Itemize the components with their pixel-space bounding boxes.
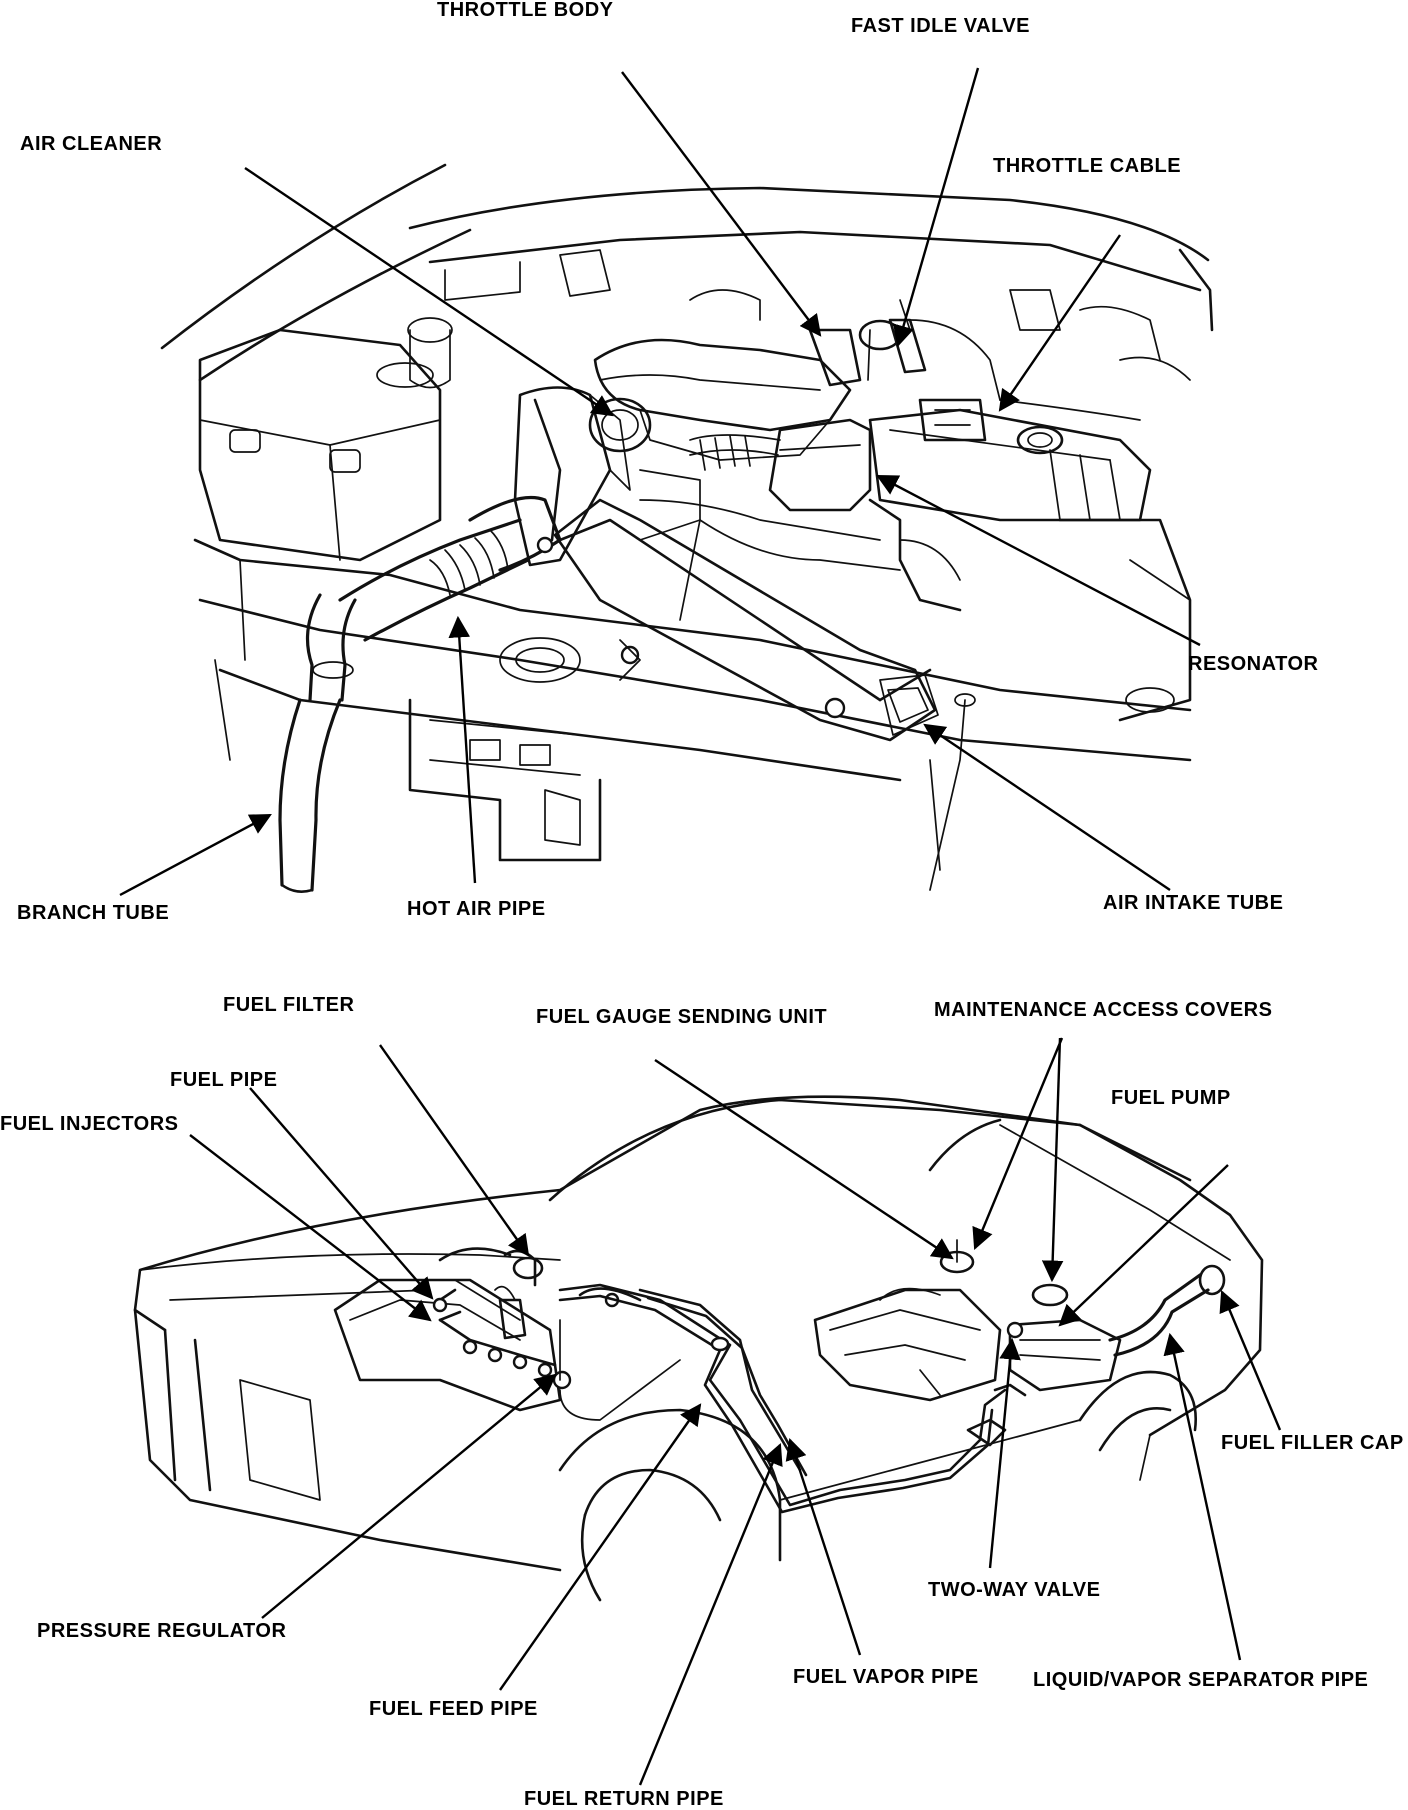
label-fuel-return-pipe: FUEL RETURN PIPE bbox=[524, 1788, 724, 1810]
label-fuel-vapor-pipe: FUEL VAPOR PIPE bbox=[793, 1666, 979, 1688]
label-liquid-vapor-separator-pipe: LIQUID/VAPOR SEPARATOR PIPE bbox=[1033, 1669, 1369, 1691]
label-fuel-injectors: FUEL INJECTORS bbox=[0, 1113, 179, 1135]
label-fuel-feed-pipe: FUEL FEED PIPE bbox=[369, 1698, 538, 1720]
car-fuel-system-drawing bbox=[133, 1095, 1264, 1602]
label-fuel-filler-cap: FUEL FILLER CAP bbox=[1221, 1432, 1404, 1454]
label-two-way-valve: TWO-WAY VALVE bbox=[928, 1579, 1101, 1601]
bottom-leader-lines bbox=[189, 1037, 1282, 1786]
engine-compartment-drawing bbox=[160, 163, 1214, 893]
label-fuel-gauge-sending-unit: FUEL GAUGE SENDING UNIT bbox=[536, 1006, 828, 1028]
label-hot-air-pipe: HOT AIR PIPE bbox=[407, 898, 546, 920]
label-resonator: RESONATOR bbox=[1188, 653, 1319, 675]
label-pressure-regulator: PRESSURE REGULATOR bbox=[37, 1620, 287, 1642]
label-air-cleaner: AIR CLEANER bbox=[20, 133, 163, 155]
label-fuel-filter: FUEL FILTER bbox=[223, 994, 355, 1016]
label-throttle-body: THROTTLE BODY bbox=[437, 0, 614, 21]
label-maintenance-access-covers: MAINTENANCE ACCESS COVERS bbox=[934, 999, 1273, 1021]
label-throttle-cable: THROTTLE CABLE bbox=[993, 155, 1182, 177]
label-fast-idle-valve: FAST IDLE VALVE bbox=[851, 15, 1030, 37]
label-fuel-pump: FUEL PUMP bbox=[1111, 1087, 1231, 1109]
label-branch-tube: BRANCH TUBE bbox=[17, 902, 170, 924]
label-air-intake-tube: AIR INTAKE TUBE bbox=[1103, 892, 1284, 914]
label-fuel-pipe: FUEL PIPE bbox=[170, 1069, 278, 1091]
top-leader-lines bbox=[119, 67, 1201, 897]
